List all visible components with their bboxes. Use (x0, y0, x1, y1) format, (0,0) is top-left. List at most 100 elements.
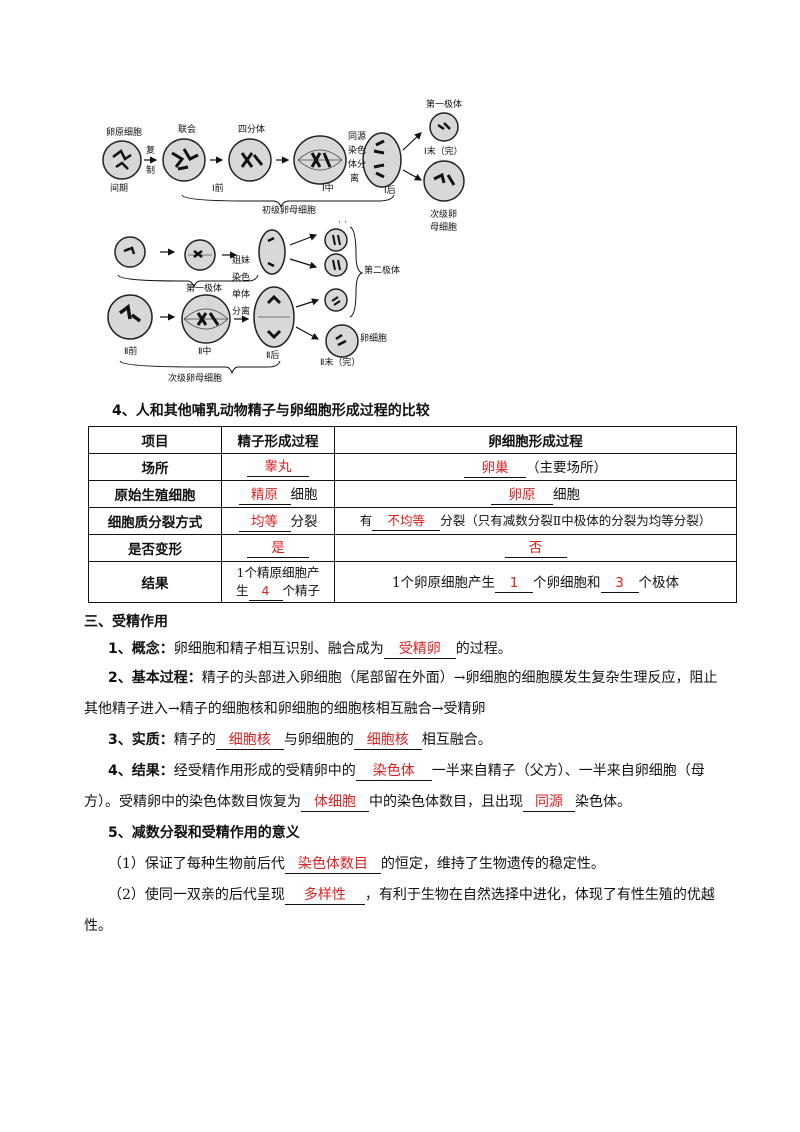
label-oogonium: 卵原细胞 (106, 126, 142, 138)
para-label: 1、概念： (108, 641, 174, 657)
oogenesis-diagram-svg: 卵原细胞 间期 复 制 联会 四分体 Ⅰ前 Ⅰ中 Ⅰ后 同源 染色 体分 离 第… (102, 98, 465, 384)
label-m1-end: Ⅰ末（完） (424, 145, 463, 157)
third-polar-cell (324, 288, 348, 312)
answer-blank: 精原 (238, 486, 291, 505)
label-sister-3: 单体 (232, 288, 250, 300)
label-a1: Ⅰ后 (384, 185, 396, 196)
header-item: 项目 (88, 426, 222, 454)
para-text: 一半来自精子（父方）、一半来自卵细胞（母 (431, 763, 705, 779)
answer-blank: 染色体数目 (284, 855, 381, 874)
para-text: 方）。受精卵中的染色体数目恢复为 (84, 794, 301, 810)
para-text: 中的染色体数目，且出现 (369, 794, 523, 810)
egg-before: 1个卵原细胞产生 (391, 575, 496, 591)
label-sister-4: 分离 (232, 305, 250, 317)
synapsis-cell (162, 138, 206, 182)
answer-blank: 细胞核 (353, 731, 422, 750)
label-tetrad: 四分体 (238, 123, 265, 135)
sperm-cell: 是 (221, 534, 335, 562)
label-interphase: 间期 (110, 182, 128, 194)
answer-blank: 不均等 (372, 512, 441, 531)
table-row: 细胞质分裂方式 均等分裂 有不均等分裂（只有减数分裂Ⅱ中极体的分裂为均等分裂） (88, 507, 737, 535)
row-label: 是否变形 (88, 534, 222, 562)
para-text: 的恒定，维持了生物遗传的稳定性。 (380, 856, 605, 872)
label-homolog-4: 离 (350, 172, 359, 184)
first-polar-cell (429, 112, 459, 142)
para-result-line2: 方）。受精卵中的染色体数目恢复为体细胞中的染色体数目，且出现同源染色体。 (84, 791, 631, 812)
para-significance-2-line2: 性。 (84, 918, 112, 934)
label-secondary-oocyte-1: 次级卵 (430, 208, 457, 220)
answer-blank: 多样性 (284, 886, 365, 905)
para-result-line1: 4、结果：经受精作用形成的受精卵中的染色体一半来自精子（父方）、一半来自卵细胞（… (108, 760, 705, 781)
egg-cell: 有不均等分裂（只有减数分裂Ⅱ中极体的分裂为均等分裂） (334, 507, 737, 535)
oogonium-cell (102, 140, 142, 180)
para-concept: 1、概念：卵细胞和精子相互识别、融合成为受精卵的过程。 (108, 638, 512, 659)
table-row: 原始生殖细胞 精原细胞 卵原细胞 (88, 480, 737, 508)
label-a2: Ⅱ后 (266, 350, 279, 361)
para-text: （1）保证了每种生物前后代 (108, 856, 285, 872)
answer-blank: 同源 (523, 793, 575, 812)
label-homolog-2: 染色 (348, 144, 366, 156)
label-secondary-oocyte-2: 母细胞 (430, 221, 457, 233)
egg-cell: 否 (334, 534, 737, 562)
label-replication-1: 复 (146, 144, 155, 156)
label-sister-2: 染色 (232, 271, 250, 283)
answer-blank: 卵原 (491, 486, 553, 505)
sperm-line2b: 个精子 (282, 582, 321, 598)
egg-after: 个极体 (638, 575, 680, 591)
egg-cell: 卵巢（主要场所） (334, 453, 737, 481)
sperm-cell: 精原细胞 (221, 480, 335, 508)
egg-cell (325, 324, 359, 358)
header-sperm: 精子形成过程 (221, 426, 335, 454)
polar-a2-cell (258, 229, 286, 275)
significance-heading: 5、减数分裂和受精作用的意义 (108, 825, 300, 841)
label-synapsis: 联会 (178, 123, 196, 135)
label-t2: Ⅱ末（完） (320, 356, 360, 368)
answer-blank: 睾丸 (247, 458, 309, 477)
second-polar-cell-2 (324, 253, 348, 277)
answer-blank: 均等 (238, 513, 291, 532)
svg-text:·: · (344, 218, 347, 228)
label-second-polar: 第二极体 (364, 264, 400, 276)
row-label: 结果 (88, 561, 222, 603)
row-label: 原始生殖细胞 (88, 480, 222, 508)
egg-cell: 卵原细胞 (334, 480, 737, 508)
label-replication-2: 制 (146, 164, 155, 176)
para-text: 精子的头部进入卵细胞（尾部留在外面）→卵细胞的细胞膜发生复杂生理反应，阻止 (201, 670, 718, 686)
para-text: ，有利于生物在自然选择中进化，体现了有性生殖的优越 (364, 887, 715, 903)
answer-blank: 否 (504, 539, 567, 558)
label-egg: 卵细胞 (360, 332, 387, 344)
table-row: 是否变形 是 否 (88, 534, 737, 562)
sperm-after: 细胞 (290, 487, 318, 503)
para-label: 4、结果： (108, 763, 174, 779)
egg-after: 细胞 (553, 487, 580, 503)
label-secondary-oocyte: 次级卵母细胞 (168, 372, 222, 384)
sperm-cell: 睾丸 (221, 453, 335, 481)
oogenesis-diagram: 卵原细胞 间期 复 制 联会 四分体 Ⅰ前 Ⅰ中 Ⅰ后 同源 染色 体分 离 第… (98, 95, 490, 385)
para-process-line2: 其他精子进入→精子的细胞核和卵细胞的细胞核相互融合→受精卵 (84, 701, 486, 717)
label-sister-1: 姐妹 (232, 254, 250, 266)
sperm-line1: 1个精原细胞产 (236, 564, 320, 580)
para-text: （2）使同一双亲的后代呈现 (108, 887, 285, 903)
para-significance-1: （1）保证了每种生物前后代染色体数目的恒定，维持了生物遗传的稳定性。 (108, 853, 605, 874)
answer-blank: 3 (600, 574, 639, 593)
sperm-line2a: 生 (235, 582, 249, 598)
egg-before: 有 (359, 512, 373, 528)
table-header-row: 项目 精子形成过程 卵细胞形成过程 (88, 426, 737, 454)
label-p1: Ⅰ前 (212, 182, 224, 194)
label-first-polar-2: 第一极体 (186, 282, 222, 294)
label-first-polar: 第一极体 (426, 98, 462, 110)
egg-after: （主要场所） (526, 460, 607, 476)
svg-text:·: · (338, 218, 341, 228)
egg-after: 分裂（只有减数分裂Ⅱ中极体的分裂为均等分裂） (440, 512, 712, 528)
answer-blank: 4 (248, 582, 283, 601)
para-text: 染色体。 (575, 794, 631, 810)
answer-blank: 卵巢 (464, 459, 526, 478)
para-process-line1: 2、基本过程：精子的头部进入卵细胞（尾部留在外面）→卵细胞的细胞膜发生复杂生理反… (108, 667, 717, 687)
tetrad-cell (228, 138, 272, 182)
para-text: 的过程。 (455, 641, 512, 657)
para-text: 精子的 (173, 732, 216, 748)
answer-blank: 染色体 (355, 762, 432, 781)
